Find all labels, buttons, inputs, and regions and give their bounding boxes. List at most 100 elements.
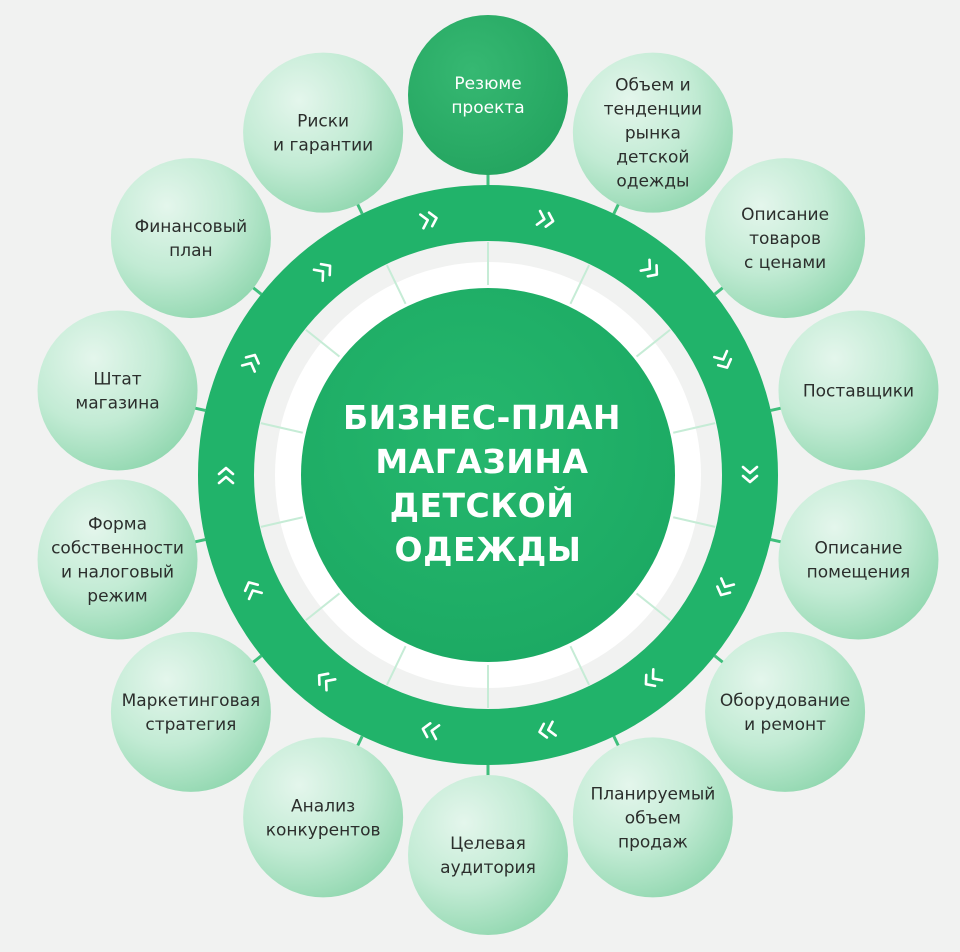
node-circle xyxy=(705,631,866,792)
node-label: Объем и тенденции рынка детской одежды xyxy=(604,76,702,192)
node-circle xyxy=(408,15,568,175)
node-label-line: объем xyxy=(625,808,681,828)
node-label-line: собственности xyxy=(51,539,184,559)
node-label-line: помещения xyxy=(807,563,911,583)
node-label: Финансовый план xyxy=(135,217,248,261)
node-label: Описание товаров с ценами xyxy=(741,205,829,273)
node-label-line: Финансовый xyxy=(135,217,248,237)
connector-line xyxy=(193,406,206,412)
chevron-icon xyxy=(240,353,260,373)
chevron-icon xyxy=(639,258,659,278)
node-label-line: Описание xyxy=(741,205,829,225)
node-label-line: одежды xyxy=(616,172,689,192)
chevron-icon xyxy=(741,465,759,484)
chevron-icon xyxy=(716,577,736,597)
node-label-line: продаж xyxy=(618,832,688,852)
ring-spoke xyxy=(635,328,671,358)
section-node-market: Объем и тенденции рынка детской одежды xyxy=(572,52,733,213)
chevron-icon xyxy=(713,349,733,369)
node-label-line: план xyxy=(169,241,213,261)
chevron-icon xyxy=(312,262,332,282)
ring-chevrons xyxy=(217,209,759,741)
chevron-icon xyxy=(317,672,337,692)
node-label-line: детской xyxy=(616,148,689,168)
node-label-line: Целевая xyxy=(450,834,526,854)
node-label-line: Форма xyxy=(88,515,147,535)
node-circle xyxy=(572,737,733,898)
chevron-icon xyxy=(419,211,438,230)
chevron-icon xyxy=(535,209,555,228)
ring-spoke xyxy=(569,264,590,305)
node-label-line: и ремонт xyxy=(744,715,826,735)
node-circle xyxy=(778,479,939,640)
connector-line xyxy=(193,538,206,544)
center-title-line: МАГАЗИНА xyxy=(375,442,588,481)
chevron-icon xyxy=(421,722,441,741)
chevron-icon xyxy=(217,466,235,485)
ring-spokes xyxy=(260,242,716,708)
node-label: Форма собственности и налоговый режим xyxy=(51,515,184,607)
node-circle xyxy=(37,479,198,640)
node-label-line: с ценами xyxy=(744,253,826,273)
ring-spoke xyxy=(305,328,341,358)
outer-ring xyxy=(198,185,778,765)
node-circle xyxy=(243,737,404,898)
node-label: Поставщики xyxy=(803,381,914,401)
node-label-line: и налоговый xyxy=(61,563,174,583)
center-title-line: БИЗНЕС-ПЛАН xyxy=(343,398,621,437)
node-label-line: Маркетинговая xyxy=(122,691,261,711)
node-circle xyxy=(37,310,198,471)
node-label-line: режим xyxy=(87,587,147,607)
node-circle xyxy=(705,158,866,319)
node-label-line: Анализ xyxy=(291,796,355,816)
node-label-line: Резюме xyxy=(454,74,521,94)
node-label-line: конкурентов xyxy=(266,820,381,840)
node-label: Анализ конкурентов xyxy=(266,796,381,840)
node-label-line: товаров xyxy=(749,229,821,249)
node-label-line: Объем и xyxy=(615,76,691,96)
chevron-icon xyxy=(644,668,664,688)
ring-spoke xyxy=(673,516,716,528)
node-label-line: Риски xyxy=(297,112,349,132)
node-label-line: тенденции xyxy=(604,100,702,120)
ring-spoke xyxy=(305,592,341,622)
ring-spoke xyxy=(386,645,407,686)
ring-spoke xyxy=(635,592,671,622)
node-circle xyxy=(572,52,733,213)
chevron-icon xyxy=(538,720,557,739)
node-label-line: магазина xyxy=(75,393,159,413)
node-circle xyxy=(110,631,271,792)
node-circle xyxy=(778,310,939,471)
section-node-resume: Резюме проекта xyxy=(408,15,568,175)
node-label-line: рынка xyxy=(625,124,681,144)
section-node-goods: Описание товаров с ценами xyxy=(705,158,866,319)
node-circle xyxy=(243,52,404,213)
ring-spoke xyxy=(260,516,303,528)
ring-spoke xyxy=(569,645,590,686)
ring-spoke xyxy=(260,422,303,434)
center-circle xyxy=(301,288,675,662)
node-label-line: стратегия xyxy=(145,715,236,735)
node-label-line: Поставщики xyxy=(803,381,914,401)
section-node-finance: Финансовый план xyxy=(110,158,271,319)
section-node-ownership: Форма собственности и налоговый режим xyxy=(37,479,198,640)
section-nodes: Резюме проекта Объем и тенденции рынка детско… xyxy=(37,15,939,935)
node-label: Резюме проекта xyxy=(451,74,524,118)
center-title: БИЗНЕС-ПЛАН МАГАЗИНА ДЕТСКОЙ ОДЕЖДЫ xyxy=(343,398,633,569)
ring-spoke xyxy=(386,264,407,305)
node-label-line: Описание xyxy=(815,539,903,559)
section-node-risks: Риски и гарантии xyxy=(243,52,404,213)
node-label-line: и гарантии xyxy=(273,136,373,156)
node-label: Риски и гарантии xyxy=(273,112,373,156)
center-title-line: ОДЕЖДЫ xyxy=(395,530,582,569)
node-label-line: проекта xyxy=(451,98,524,118)
